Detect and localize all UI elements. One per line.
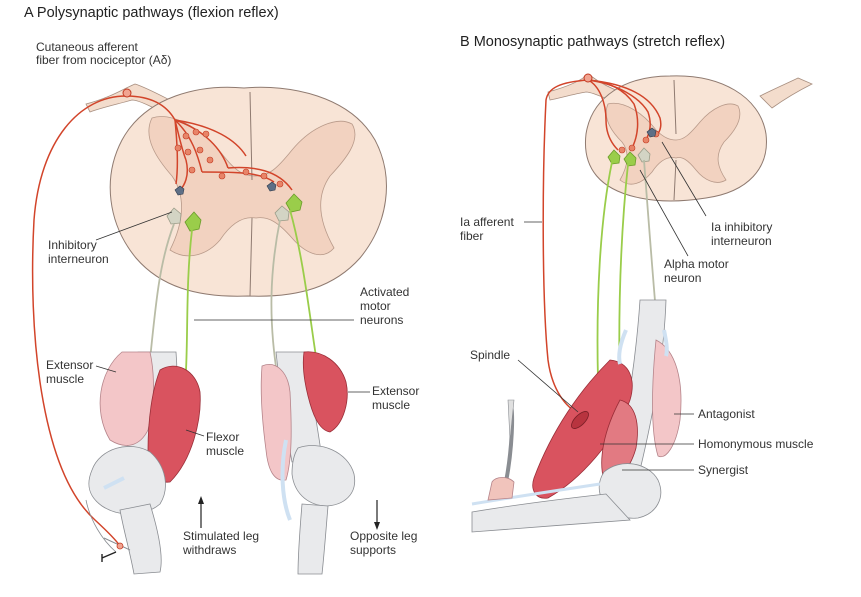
panel-a-flexor-motor-neuron	[184, 211, 202, 232]
label-inhibitory-line1: Inhibitory	[48, 238, 97, 252]
label-homonymous-muscle: Homonymous muscle	[698, 437, 814, 451]
panel-b-forearm	[471, 493, 631, 533]
label-activated-line1: Activated	[360, 285, 410, 299]
label-alpha-motor-line1: Alpha motor	[664, 257, 729, 271]
panel-a-right-inhibited-neuron	[274, 205, 290, 222]
panel-a-title: A Polysynaptic pathways (flexion reflex)	[24, 5, 279, 21]
panel-b-skin-bump-right	[759, 77, 813, 109]
panel-a-right-knee	[291, 445, 356, 507]
panel-a-right-flexor-muscle	[260, 364, 292, 481]
panel-a-right-extensor-muscle	[302, 351, 348, 433]
label-alpha-motor-line2: neuron	[664, 271, 702, 285]
label-flexor-line2: muscle	[206, 444, 245, 458]
label-ia-afferent-line2: fiber	[460, 229, 484, 243]
panel-b-antagonist-muscle	[652, 339, 682, 458]
panel-a-afferent-fiber	[31, 95, 293, 547]
panel-a-motor-neurons	[166, 193, 303, 232]
panel-b-arm	[471, 299, 682, 533]
panel-b-homonymous-muscle	[532, 359, 633, 499]
panel-b-ia-cell-body	[583, 73, 593, 83]
panel-a-left-leg	[85, 351, 201, 575]
label-opposite-line1: Opposite leg	[350, 529, 418, 543]
label-extensor-right-line2: muscle	[372, 398, 411, 412]
panel-b-alpha-motor-neuron-1	[607, 149, 621, 165]
panel-a-left-knee	[88, 446, 166, 515]
label-inhibitory-line2: interneuron	[48, 252, 109, 266]
panel-a-left-extensor-muscle	[99, 351, 154, 446]
label-synergist: Synergist	[698, 463, 749, 477]
panel-a-nociceptor-ending	[101, 537, 131, 562]
pin-stimulus-icon	[101, 551, 117, 562]
panel-a-left-inhibited-neuron	[166, 207, 182, 225]
label-cutaneous-afferent-line1: Cutaneous afferent	[36, 40, 138, 54]
label-cutaneous-afferent-line2: fiber from nociceptor (Aδ)	[36, 53, 172, 67]
label-extensor-left-line2: muscle	[46, 372, 85, 386]
panel-b-antagonist-motor-neuron	[637, 147, 651, 163]
panel-a-median-fissure	[249, 91, 253, 297]
panel-a-right-tibia	[297, 503, 329, 575]
panel-b-spindle	[571, 411, 589, 429]
panel-a-right-extensor-motor-neuron	[285, 193, 303, 213]
label-extensor-left-line1: Extensor	[46, 358, 94, 372]
panel-a-synapse-markers	[174, 128, 284, 188]
panel-a-left-tibia	[119, 503, 162, 575]
label-activated-line3: neurons	[360, 313, 404, 327]
panel-a-nociceptor-cell-body	[122, 88, 132, 98]
panel-a-right-leg	[260, 351, 356, 575]
label-flexor-line1: Flexor	[206, 430, 240, 444]
reflex-hammer-icon	[487, 399, 515, 501]
panel-b-leader-lines	[517, 141, 707, 471]
panel-b-spinal-cord-outline	[584, 75, 767, 202]
panel-a-inhibitory-interneurons	[174, 181, 277, 196]
up-arrow-icon	[198, 496, 204, 528]
panel-b-alpha-motor-neuron-2	[623, 151, 637, 167]
label-activated-line2: motor	[360, 299, 391, 313]
panel-b-spinal-cord	[547, 73, 813, 202]
label-spindle: Spindle	[470, 348, 511, 362]
label-extensor-right-line1: Extensor	[372, 384, 420, 398]
panel-b-motor-neurons	[607, 147, 651, 167]
panel-b-title: B Monosynaptic pathways (stretch reflex)	[460, 34, 726, 50]
down-arrow-icon	[374, 500, 380, 530]
label-opposite-line2: supports	[350, 543, 397, 557]
panel-b-ia-inhibitory-interneuron	[646, 127, 657, 138]
panel-a-leader-lines	[95, 211, 370, 437]
label-antagonist: Antagonist	[698, 407, 755, 421]
panel-b-gray-matter	[605, 102, 741, 185]
panel-b-ia-afferent-fiber	[542, 79, 662, 415]
label-ia-inhibitory-line2: interneuron	[711, 234, 772, 248]
panel-a-left-flexor-muscle	[147, 365, 201, 483]
label-ia-inhibitory-line1: Ia inhibitory	[711, 220, 773, 234]
label-stimulated-line1: Stimulated leg	[183, 529, 260, 543]
label-ia-afferent-line1: Ia afferent	[460, 215, 514, 229]
label-stimulated-line2: withdraws	[183, 543, 237, 557]
panel-a-spinal-cord	[85, 83, 387, 297]
